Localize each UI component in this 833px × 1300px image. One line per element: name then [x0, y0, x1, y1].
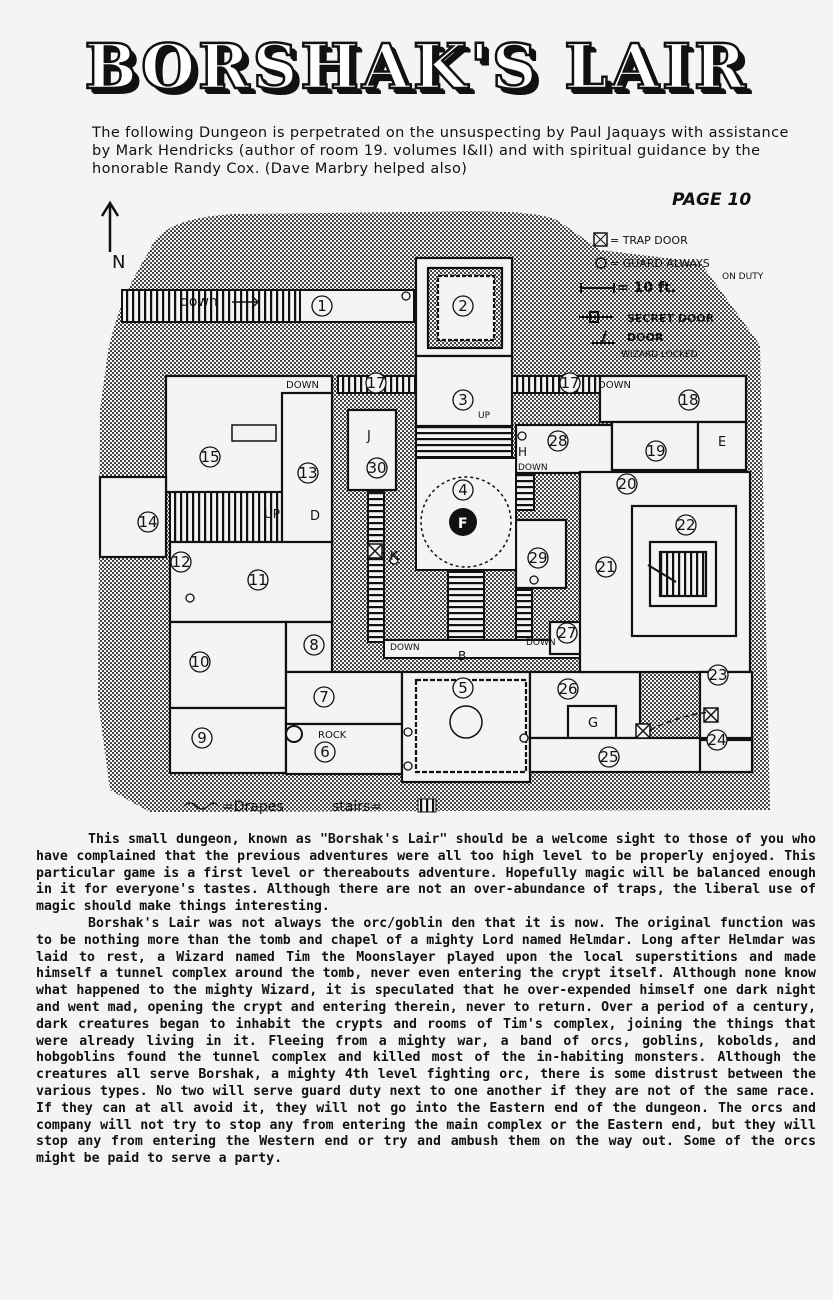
svg-text:29: 29 — [528, 549, 547, 567]
svg-text:14: 14 — [138, 513, 157, 531]
svg-text:DOWN: DOWN — [286, 380, 319, 391]
svg-text:27: 27 — [557, 624, 576, 642]
svg-text:=Drapes: =Drapes — [222, 799, 284, 815]
svg-text:17: 17 — [560, 374, 579, 392]
svg-text:J: J — [366, 429, 371, 444]
svg-text:= GUARD ALWAYS: = GUARD ALWAYS — [610, 257, 710, 270]
svg-text:B: B — [458, 649, 466, 663]
credits-text: The following Dungeon is perpetrated on … — [92, 125, 789, 177]
chapel-room-4 — [285, 457, 677, 743]
door-icon — [592, 330, 615, 344]
svg-text:28: 28 — [548, 432, 567, 450]
svg-text:13: 13 — [298, 464, 317, 482]
svg-text:ON DUTY: ON DUTY — [722, 272, 764, 282]
story-paragraph: This small dungeon, known as "Borshak's … — [36, 832, 816, 915]
svg-text:6: 6 — [320, 743, 330, 761]
svg-text:G: G — [588, 716, 598, 731]
svg-text:stairs=: stairs= — [332, 799, 382, 815]
trap-doors — [367, 543, 719, 739]
svg-text:DOWN: DOWN — [526, 638, 556, 648]
svg-text:20: 20 — [617, 475, 636, 493]
svg-text:SECRET DOOR: SECRET DOOR — [627, 312, 715, 325]
map-legend: = TRAP DOOR = GUARD ALWAYS ON DUTY = 10 … — [579, 232, 764, 360]
guard-icon — [595, 257, 607, 269]
svg-text:1: 1 — [317, 297, 327, 315]
svg-text:UP: UP — [264, 507, 280, 521]
wizard-locked-icon — [592, 346, 618, 358]
svg-text:8: 8 — [309, 636, 319, 654]
scale-icon — [580, 283, 615, 293]
north-arrow-icon: N — [100, 200, 125, 273]
story-text: This small dungeon, known as "Borshak's … — [36, 832, 816, 1168]
dungeon-map: 1 2 3 4 5 6 7 8 9 10 11 12 13 14 15 16 1… — [98, 200, 770, 815]
svg-text:25: 25 — [599, 748, 618, 766]
svg-text:30: 30 — [367, 459, 386, 477]
svg-text:down: down — [180, 294, 218, 310]
svg-text:17: 17 — [366, 374, 385, 392]
svg-text:WIZARD LOCKED: WIZARD LOCKED — [621, 350, 698, 360]
svg-text:11: 11 — [248, 571, 267, 589]
svg-text:19: 19 — [646, 442, 665, 460]
svg-text:H: H — [518, 445, 527, 459]
room-numbers: 1 2 3 4 5 6 7 8 9 10 11 12 13 14 15 16 1… — [137, 295, 729, 768]
svg-text:5: 5 — [458, 679, 468, 697]
page-number: PAGE 10 — [672, 190, 752, 210]
svg-text:DOWN: DOWN — [518, 463, 548, 473]
svg-text:= 10 ft.: = 10 ft. — [617, 280, 676, 296]
svg-text:F: F — [458, 516, 468, 532]
svg-text:UP: UP — [478, 411, 491, 421]
guards — [185, 291, 539, 771]
svg-text:23: 23 — [708, 666, 727, 684]
svg-text:DOWN: DOWN — [598, 380, 631, 391]
svg-text:= TRAP DOOR: = TRAP DOOR — [610, 234, 688, 247]
svg-text:24: 24 — [707, 731, 726, 749]
svg-text:K: K — [390, 549, 399, 563]
svg-text:3: 3 — [458, 391, 468, 409]
map-key-bottom: =Drapes stairs= — [183, 798, 437, 815]
svg-text:E: E — [718, 435, 726, 450]
svg-text:21: 21 — [596, 558, 615, 576]
svg-text:DOOR: DOOR — [627, 331, 664, 344]
svg-text:10: 10 — [190, 653, 209, 671]
svg-text:DOWN: DOWN — [390, 643, 420, 653]
svg-text:22: 22 — [676, 516, 695, 534]
svg-text:12: 12 — [171, 553, 190, 571]
svg-text:7: 7 — [319, 688, 329, 706]
svg-text:D: D — [310, 509, 320, 524]
svg-text:26: 26 — [558, 680, 577, 698]
svg-text:4: 4 — [458, 481, 468, 499]
map-labels: down DOWN DOWN UP DOWN UP DOWN DOWN ROCK… — [180, 294, 726, 741]
svg-text:18: 18 — [679, 391, 698, 409]
story-paragraph: Borshak's Lair was not always the orc/go… — [36, 915, 816, 1167]
drapes-icon — [183, 802, 219, 810]
svg-text:15: 15 — [200, 448, 219, 466]
stairs-icon — [417, 798, 437, 813]
secret-door-icon — [579, 311, 614, 323]
rooms — [98, 256, 754, 784]
page-title: BORSHAK'S LAIR — [83, 29, 749, 105]
svg-text:ROCK: ROCK — [318, 730, 347, 741]
svg-text:2: 2 — [458, 297, 468, 315]
svg-text:N: N — [112, 252, 125, 273]
svg-text:9: 9 — [197, 729, 207, 747]
